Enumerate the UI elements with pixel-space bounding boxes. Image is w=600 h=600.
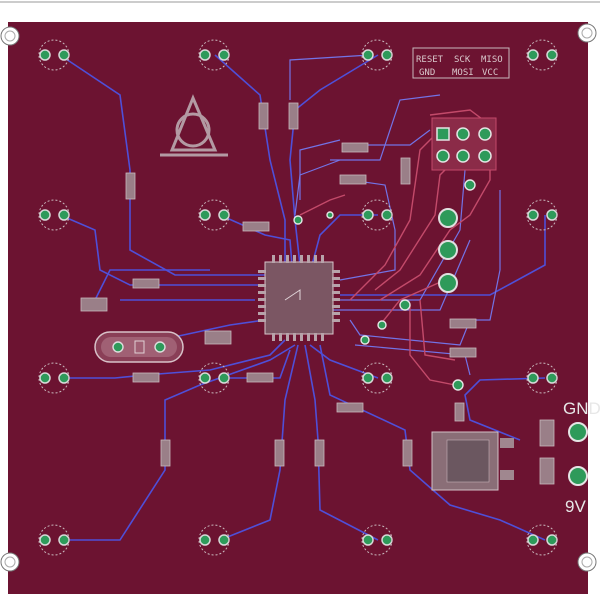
isp-label-sck: SCK	[454, 55, 471, 65]
connector-pads	[438, 208, 458, 293]
led-pad	[527, 534, 558, 546]
isp-label-gnd: GND	[419, 68, 435, 78]
led-pad	[39, 372, 70, 384]
isp-label-reset: RESET	[416, 55, 444, 65]
top-traces	[299, 109, 491, 386]
smd-resistors-h	[80, 142, 477, 413]
led-silk	[38, 39, 558, 556]
ic-package-icon	[258, 255, 340, 341]
vias	[293, 179, 476, 391]
led-pad	[362, 534, 393, 546]
smd-resistors	[125, 102, 465, 467]
isp-label-vcc: VCC	[482, 68, 498, 78]
crystal-icon	[94, 331, 184, 363]
led-pad	[199, 49, 230, 61]
isp-header: RESET SCK MISO GND MOSI VCC	[412, 47, 510, 171]
led-pad	[527, 209, 558, 221]
isp-label-mosi: MOSI	[452, 68, 474, 78]
gnd-label: GND	[563, 399, 600, 418]
power-connector: GND 9V	[563, 399, 600, 516]
led-pad	[199, 534, 230, 546]
mounting-hole-icon	[0, 23, 597, 572]
logo-triangle-icon	[160, 94, 228, 157]
isp-label-miso: MISO	[481, 55, 503, 65]
led-pad	[39, 49, 70, 61]
led-pad	[199, 372, 230, 384]
nine-v-label: 9V	[565, 497, 586, 516]
voltage-regulator-icon	[431, 419, 555, 491]
